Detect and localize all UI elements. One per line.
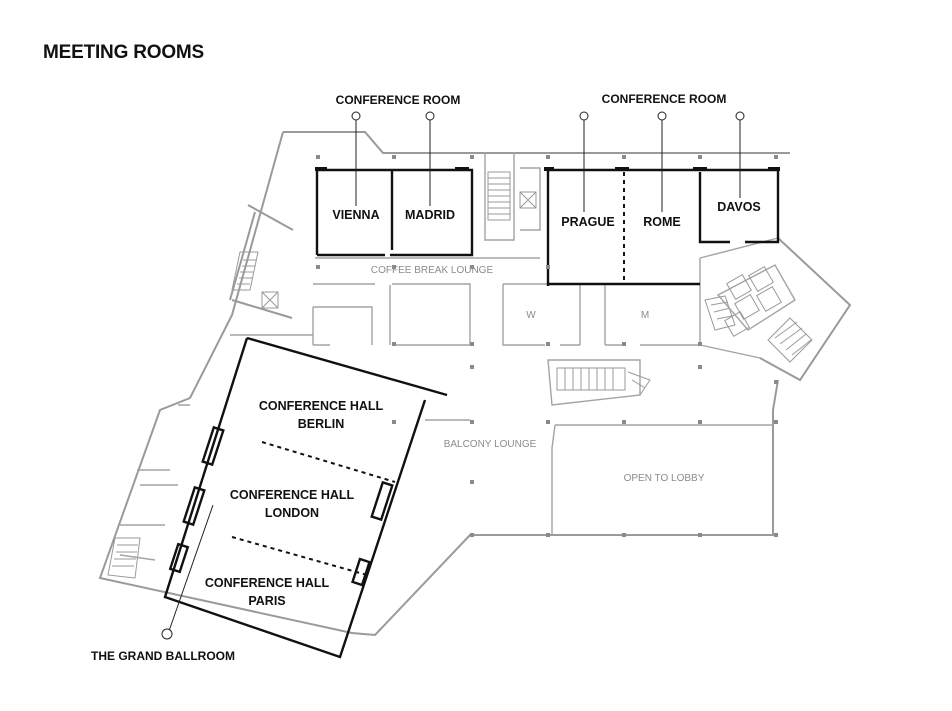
conference-rooms: [315, 167, 780, 286]
grand-ballroom: [163, 336, 448, 659]
vienna-pin: [351, 111, 361, 121]
columns: [316, 155, 778, 537]
ballroom-pin: [161, 628, 173, 640]
stairs: [107, 171, 813, 579]
davos-pin: [735, 111, 745, 121]
grand-ballroom-annotation: THE GRAND BALLROOM: [91, 649, 235, 663]
building-outline: [98, 131, 852, 637]
room-madrid: MADRID: [405, 208, 455, 222]
hall-london-line1: CONFERENCE HALL: [230, 488, 355, 502]
room-davos: DAVOS: [717, 200, 761, 214]
restroom-women-label: W: [526, 310, 536, 321]
conference-room-annotation-left: CONFERENCE ROOM: [336, 93, 461, 107]
labels: CONFERENCE ROOM CONFERENCE ROOM THE GRAN…: [91, 92, 761, 663]
conference-room-annotation-right: CONFERENCE ROOM: [602, 92, 727, 106]
room-prague: PRAGUE: [561, 215, 614, 229]
coffee-break-lounge-label: COFFEE BREAK LOUNGE: [371, 265, 494, 276]
room-rome: ROME: [643, 215, 681, 229]
open-to-lobby-label: OPEN TO LOBBY: [624, 473, 705, 484]
madrid-pin: [425, 111, 435, 121]
page-title: MEETING ROOMS: [43, 42, 205, 63]
interior-walls: [119, 152, 796, 561]
hall-paris-line1: CONFERENCE HALL: [205, 576, 330, 590]
hall-london-line2: LONDON: [265, 506, 319, 520]
balcony-lounge-label: BALCONY LOUNGE: [444, 439, 537, 450]
elevator-cluster: [724, 266, 782, 337]
room-vienna: VIENNA: [332, 208, 379, 222]
leader-lines: [161, 111, 745, 640]
rome-pin: [657, 111, 667, 121]
hall-berlin-line2: BERLIN: [298, 417, 345, 431]
hall-paris-line2: PARIS: [248, 594, 285, 608]
hall-berlin-line1: CONFERENCE HALL: [259, 399, 384, 413]
restroom-men-label: M: [641, 310, 649, 321]
prague-pin: [579, 111, 589, 121]
